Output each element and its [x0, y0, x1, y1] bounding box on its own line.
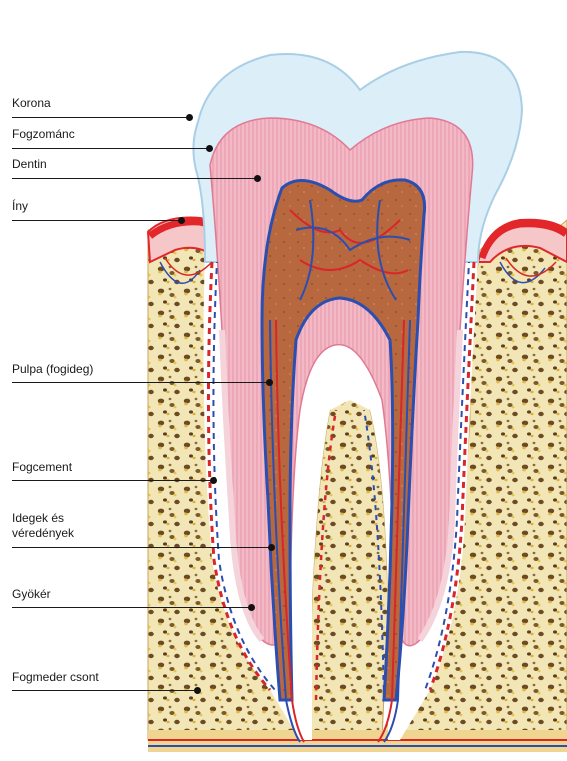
label-fogmeder: Fogmeder csont — [12, 670, 99, 684]
pointer-dot-fogzomanc — [206, 145, 213, 152]
pointer-dot-idegek — [268, 544, 275, 551]
label-gyoker: Gyökér — [12, 587, 51, 601]
label-iny: Íny — [12, 199, 29, 213]
leader-gyoker — [12, 607, 252, 608]
leader-fogcement — [12, 480, 214, 481]
pointer-dot-pulpa — [266, 379, 273, 386]
leader-dentin — [12, 178, 258, 179]
leader-pulpa — [12, 382, 270, 383]
pointer-dot-iny — [178, 217, 185, 224]
pointer-dot-fogmeder — [194, 687, 201, 694]
pointer-dot-fogcement — [210, 477, 217, 484]
leader-iny — [12, 220, 182, 221]
label-fogzomanc: Fogzománc — [12, 127, 75, 141]
pointer-dot-gyoker — [248, 604, 255, 611]
pointer-dot-dentin — [254, 175, 261, 182]
leader-fogmeder — [12, 690, 198, 691]
label-fogcement: Fogcement — [12, 460, 73, 474]
label-korona: Korona — [12, 96, 51, 110]
label-pulpa: Pulpa (fogideg) — [12, 362, 94, 376]
label-idegek: Idegek és véredények — [12, 511, 75, 540]
leader-korona — [12, 117, 192, 118]
label-dentin: Dentin — [12, 157, 47, 171]
pointer-dot-korona — [186, 114, 193, 121]
leader-idegek — [12, 547, 272, 548]
leader-fogzomanc — [12, 148, 210, 149]
